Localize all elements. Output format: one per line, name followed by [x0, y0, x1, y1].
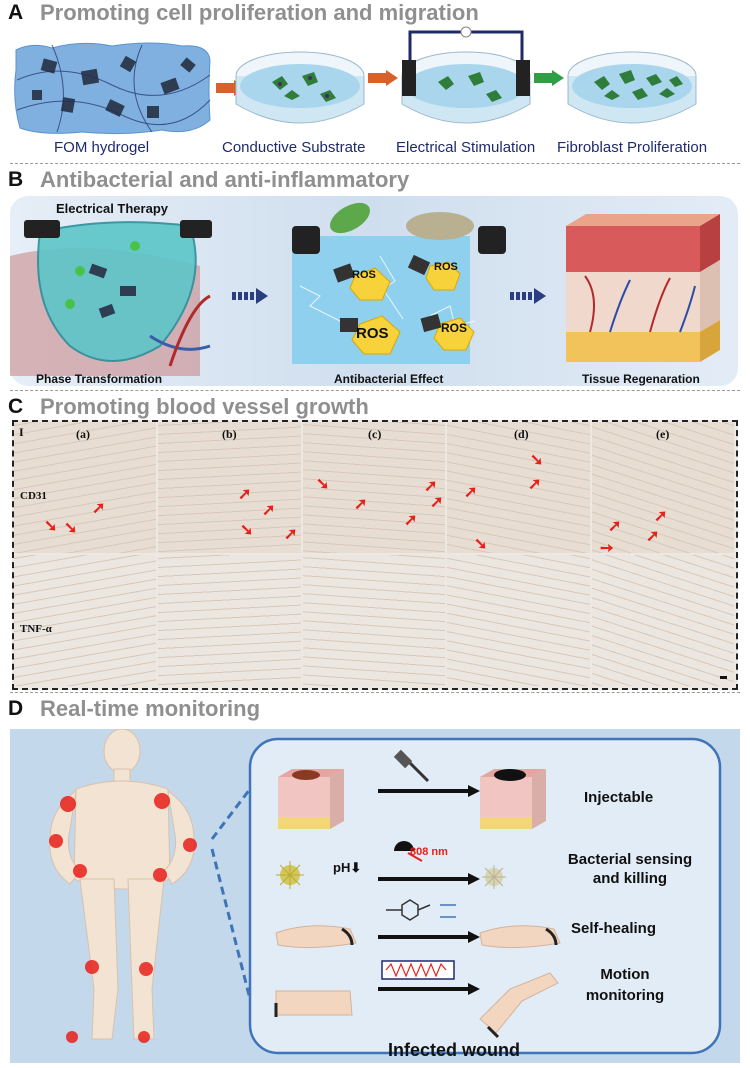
red-arrow: ➚	[262, 502, 276, 519]
red-arrow: ➚	[528, 476, 542, 493]
label-fom-hydrogel: FOM hydrogel	[54, 139, 150, 156]
feature-bacterial-sensing: Bacterial sensing and killing	[567, 851, 693, 887]
fom-hydrogel-illustration	[12, 40, 212, 136]
red-arrow: ➚	[354, 496, 368, 513]
ros-label-3: ROS	[356, 325, 389, 342]
feature-injectable: Injectable	[584, 789, 654, 806]
caption-infected-wound: Infected wound	[388, 1040, 520, 1060]
histology-tile	[447, 422, 590, 553]
arrow-a2	[368, 70, 398, 91]
histology-tile	[158, 555, 301, 686]
ros-label-2: ROS	[434, 261, 458, 273]
section-b-panel	[10, 196, 738, 386]
section-d-panel	[10, 728, 740, 1063]
histology-panel	[12, 420, 738, 690]
red-arrow: ➚	[464, 484, 478, 501]
label-electrical-therapy: Electrical Therapy	[56, 201, 168, 216]
section-b-title: Antibacterial and anti-inflammatory	[40, 167, 410, 192]
divider-a-b	[10, 163, 740, 164]
label-phase-transformation: Phase Transformation	[36, 372, 163, 386]
column-label-d: (d)	[514, 427, 529, 441]
red-arrow: ➘	[530, 452, 544, 469]
section-c-letter: C	[8, 395, 24, 418]
label-antibacterial-effect: Antibacterial Effect	[334, 372, 444, 386]
panel-mark: I	[19, 425, 24, 439]
scale-bar	[720, 676, 727, 679]
row-label-tnf-alpha: TNF-α	[20, 623, 52, 635]
petri-dish-electrical	[398, 26, 534, 132]
red-arrow: ➚	[424, 478, 438, 495]
red-arrow: ➚	[646, 528, 660, 545]
red-arrow: ➚	[284, 526, 298, 543]
petri-dish-conductive	[232, 46, 368, 132]
histology-tile	[14, 555, 157, 686]
column-label-c: (c)	[368, 427, 382, 441]
ph-label: pH⬇	[333, 860, 362, 875]
section-a-title: Promoting cell proliferation and migrati…	[40, 0, 479, 25]
ros-label-4: ROS	[441, 321, 468, 335]
red-arrow: ➘	[240, 522, 254, 539]
ros-label-1: ROS	[352, 269, 376, 281]
section-b-letter: B	[8, 168, 24, 191]
red-arrow: ➚	[404, 512, 418, 529]
section-c-title: Promoting blood vessel growth	[40, 394, 369, 419]
red-arrow: ➙	[600, 540, 614, 557]
column-label-a: (a)	[76, 427, 90, 441]
red-arrow: ➚	[92, 500, 106, 517]
red-arrow: ➘	[64, 520, 78, 537]
down-arrow-icon: ⬇	[350, 860, 362, 875]
section-d-letter: D	[8, 697, 24, 720]
feature-motion-monitoring: Motion monitoring	[585, 966, 665, 1004]
row-label-cd31: CD31	[20, 490, 47, 502]
histology-grid	[14, 422, 736, 688]
red-arrow: ➚	[430, 494, 444, 511]
divider-b-c	[10, 390, 740, 391]
arrow-a3	[534, 70, 564, 91]
label-tissue-regeneration: Tissue Regenaration	[582, 372, 700, 386]
red-arrow: ➚	[608, 518, 622, 535]
section-d-title: Real-time monitoring	[40, 696, 261, 721]
divider-c-d	[10, 692, 740, 693]
feature-self-healing: Self-healing	[571, 920, 657, 937]
label-conductive-substrate: Conductive Substrate	[222, 139, 366, 156]
nir-wavelength-label: 808 nm	[410, 846, 448, 858]
histology-tile	[302, 422, 446, 553]
histology-tile	[591, 555, 734, 686]
histology-tile	[447, 555, 590, 686]
petri-dish-proliferation	[564, 46, 700, 132]
histology-tile	[591, 422, 734, 553]
red-arrow: ➘	[44, 518, 58, 535]
label-electrical-stimulation: Electrical Stimulation	[396, 139, 536, 156]
column-label-b: (b)	[222, 427, 237, 441]
column-label-e: (e)	[656, 427, 670, 441]
red-arrow: ➚	[238, 486, 252, 503]
red-arrow: ➘	[474, 536, 488, 553]
histology-tile	[158, 422, 301, 553]
histology-tile	[302, 555, 446, 686]
red-arrow: ➚	[654, 508, 668, 525]
section-a-letter: A	[8, 1, 24, 24]
red-arrow: ➘	[316, 476, 330, 493]
histology-tile	[14, 422, 157, 553]
label-fibroblast-proliferation: Fibroblast Proliferation	[557, 139, 708, 156]
